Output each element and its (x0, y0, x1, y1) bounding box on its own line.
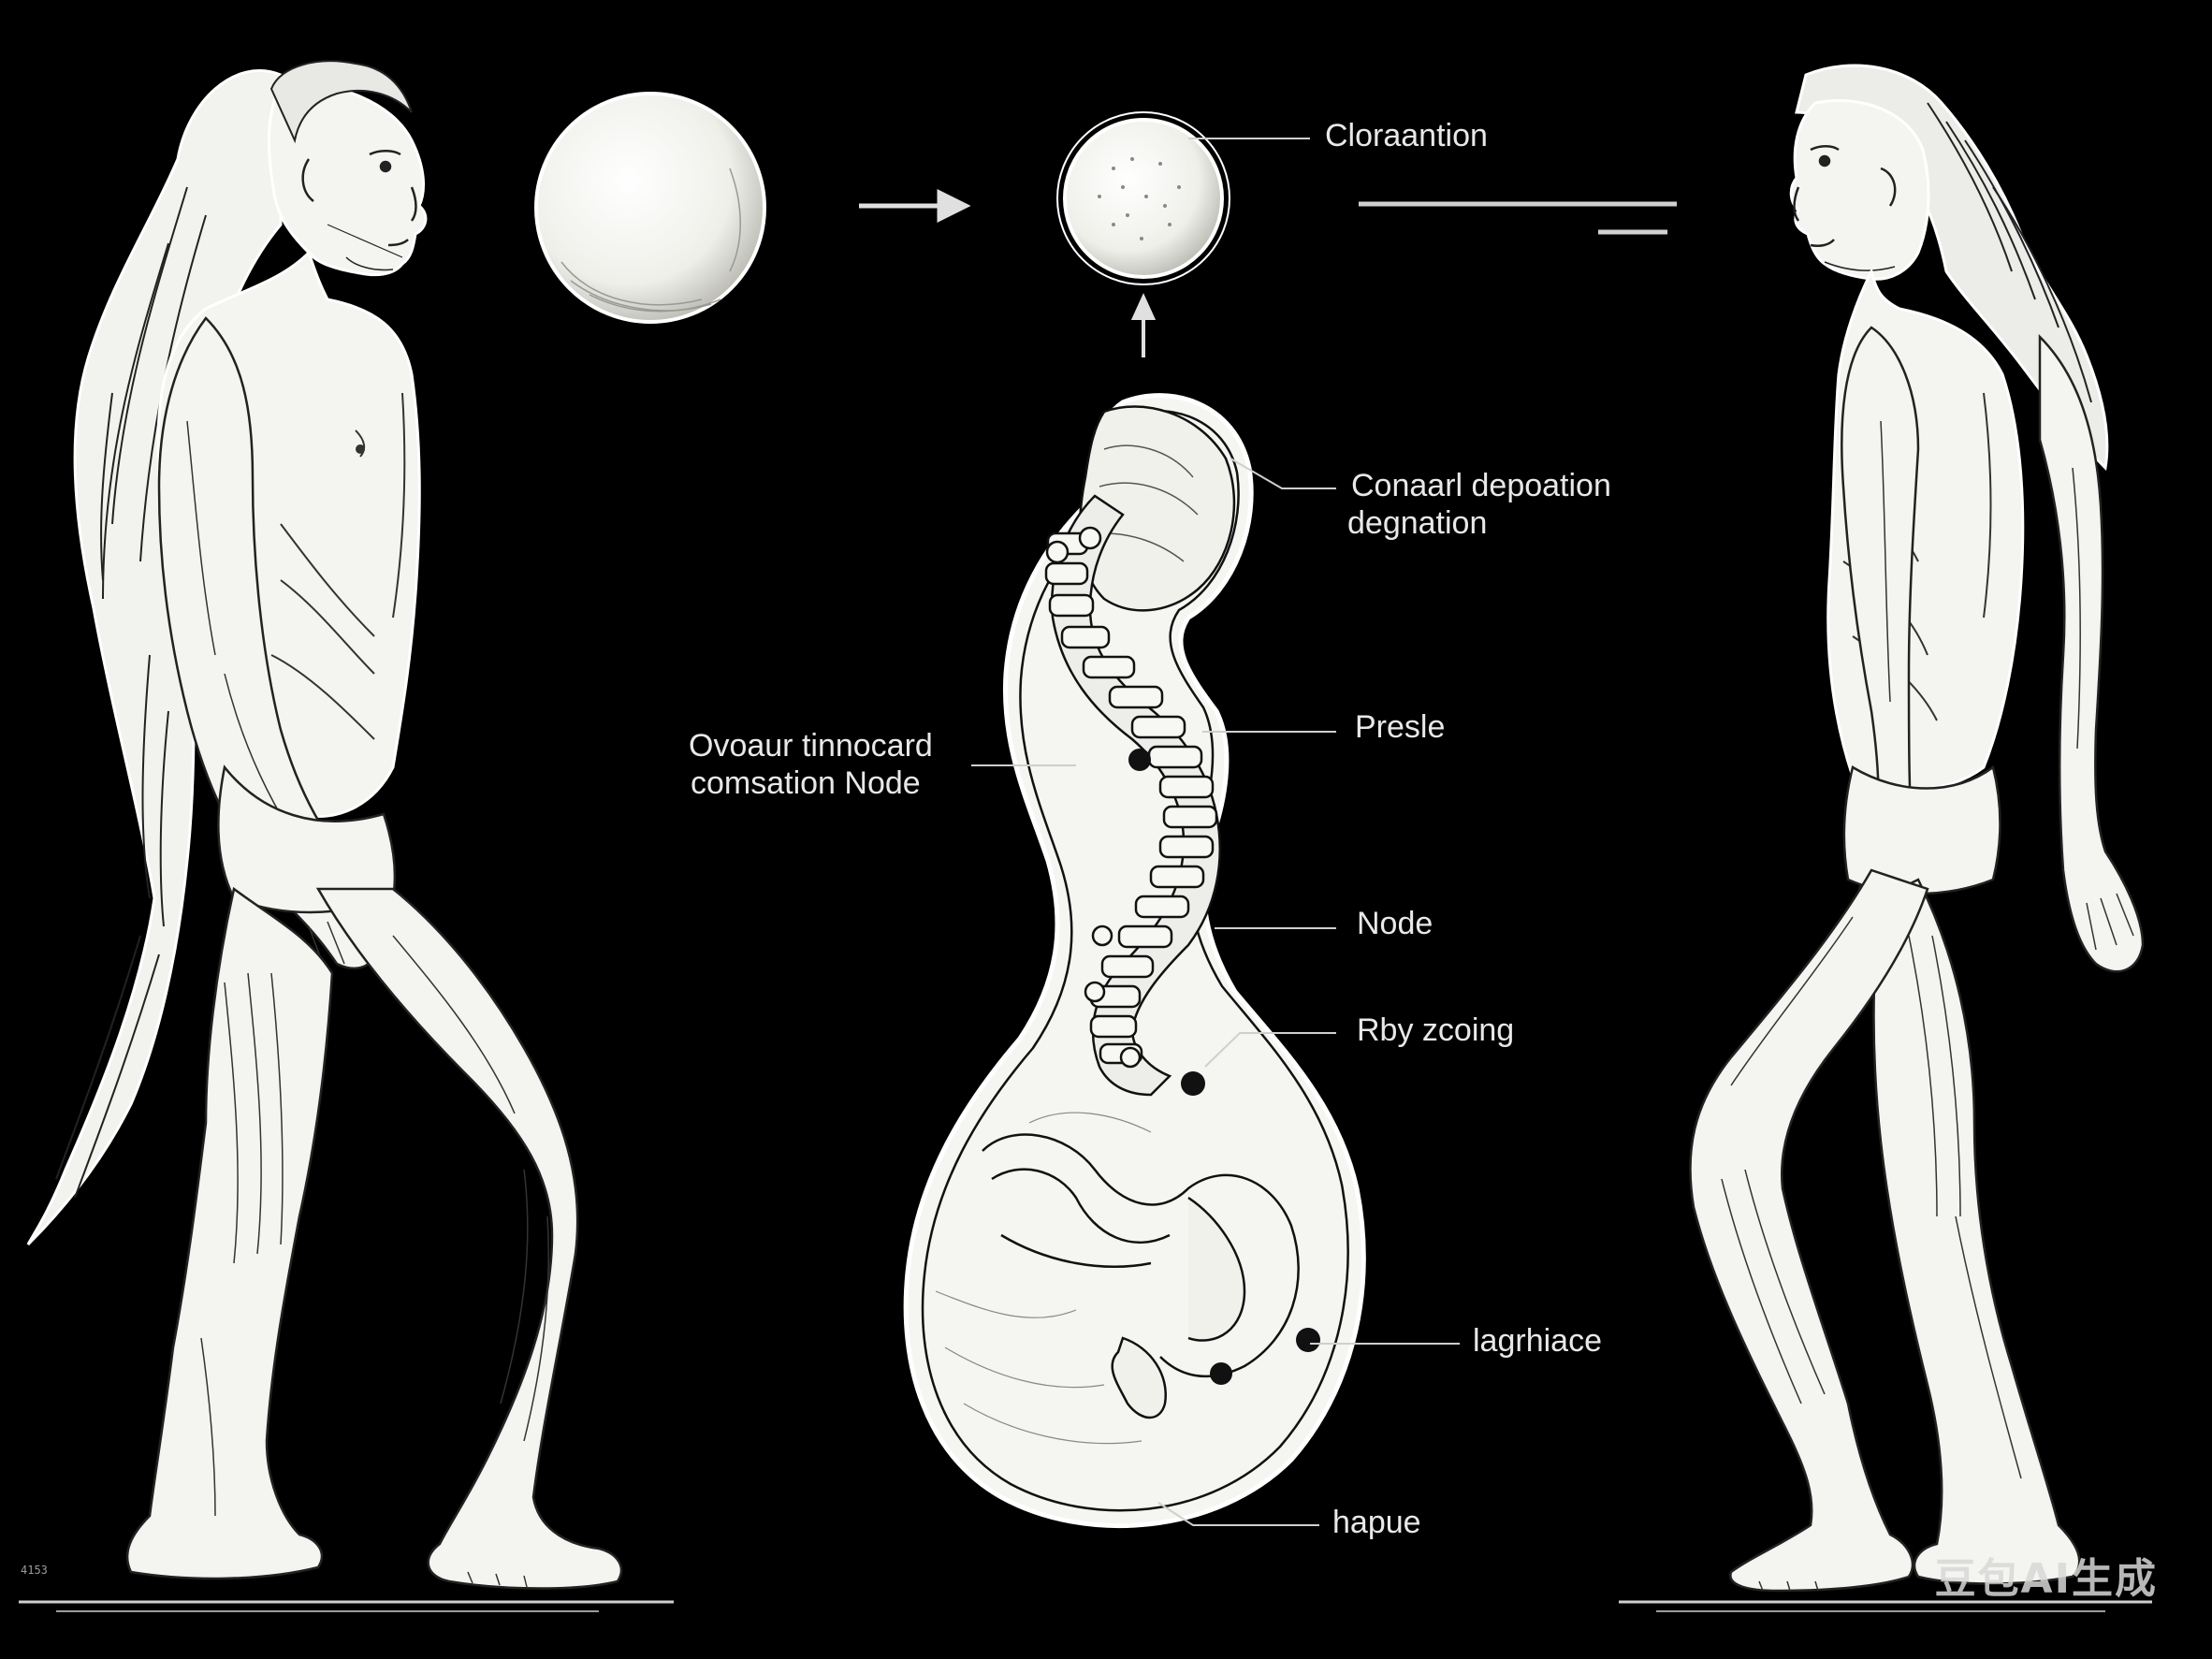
ground-left (19, 1602, 674, 1611)
early-human-figure (28, 61, 621, 1588)
label-comsation-node: comsation Node (691, 764, 921, 803)
top-right-lines (1359, 204, 1677, 232)
arrow-right (859, 193, 966, 219)
label-conaarl-depoation: Conaarl depoation (1351, 466, 1611, 505)
arrow-up (1134, 298, 1153, 357)
watermark: 豆包AI生成 (1935, 1545, 2158, 1605)
label-ovoaur-tinnocard: Ovoaur tinnocard (689, 726, 933, 765)
modern-human-back-leg (1874, 880, 2080, 1584)
label-presle: Presle (1355, 707, 1445, 747)
label-degnation: degnation (1347, 503, 1487, 543)
modern-human-figure (1690, 65, 2143, 1591)
label-rby-zcoing: Rby zcoing (1357, 1011, 1514, 1050)
corner-mark: 4153 (21, 1564, 48, 1577)
large-cell-sphere (536, 94, 764, 322)
early-human-front-leg (318, 889, 621, 1589)
label-lagrhiace: lagrhiace (1473, 1321, 1602, 1361)
label-node: Node (1357, 904, 1433, 943)
modern-human-head (1791, 100, 1928, 279)
label-cloraantion: Cloraantion (1325, 116, 1488, 155)
label-hapue: hapue (1332, 1503, 1421, 1542)
